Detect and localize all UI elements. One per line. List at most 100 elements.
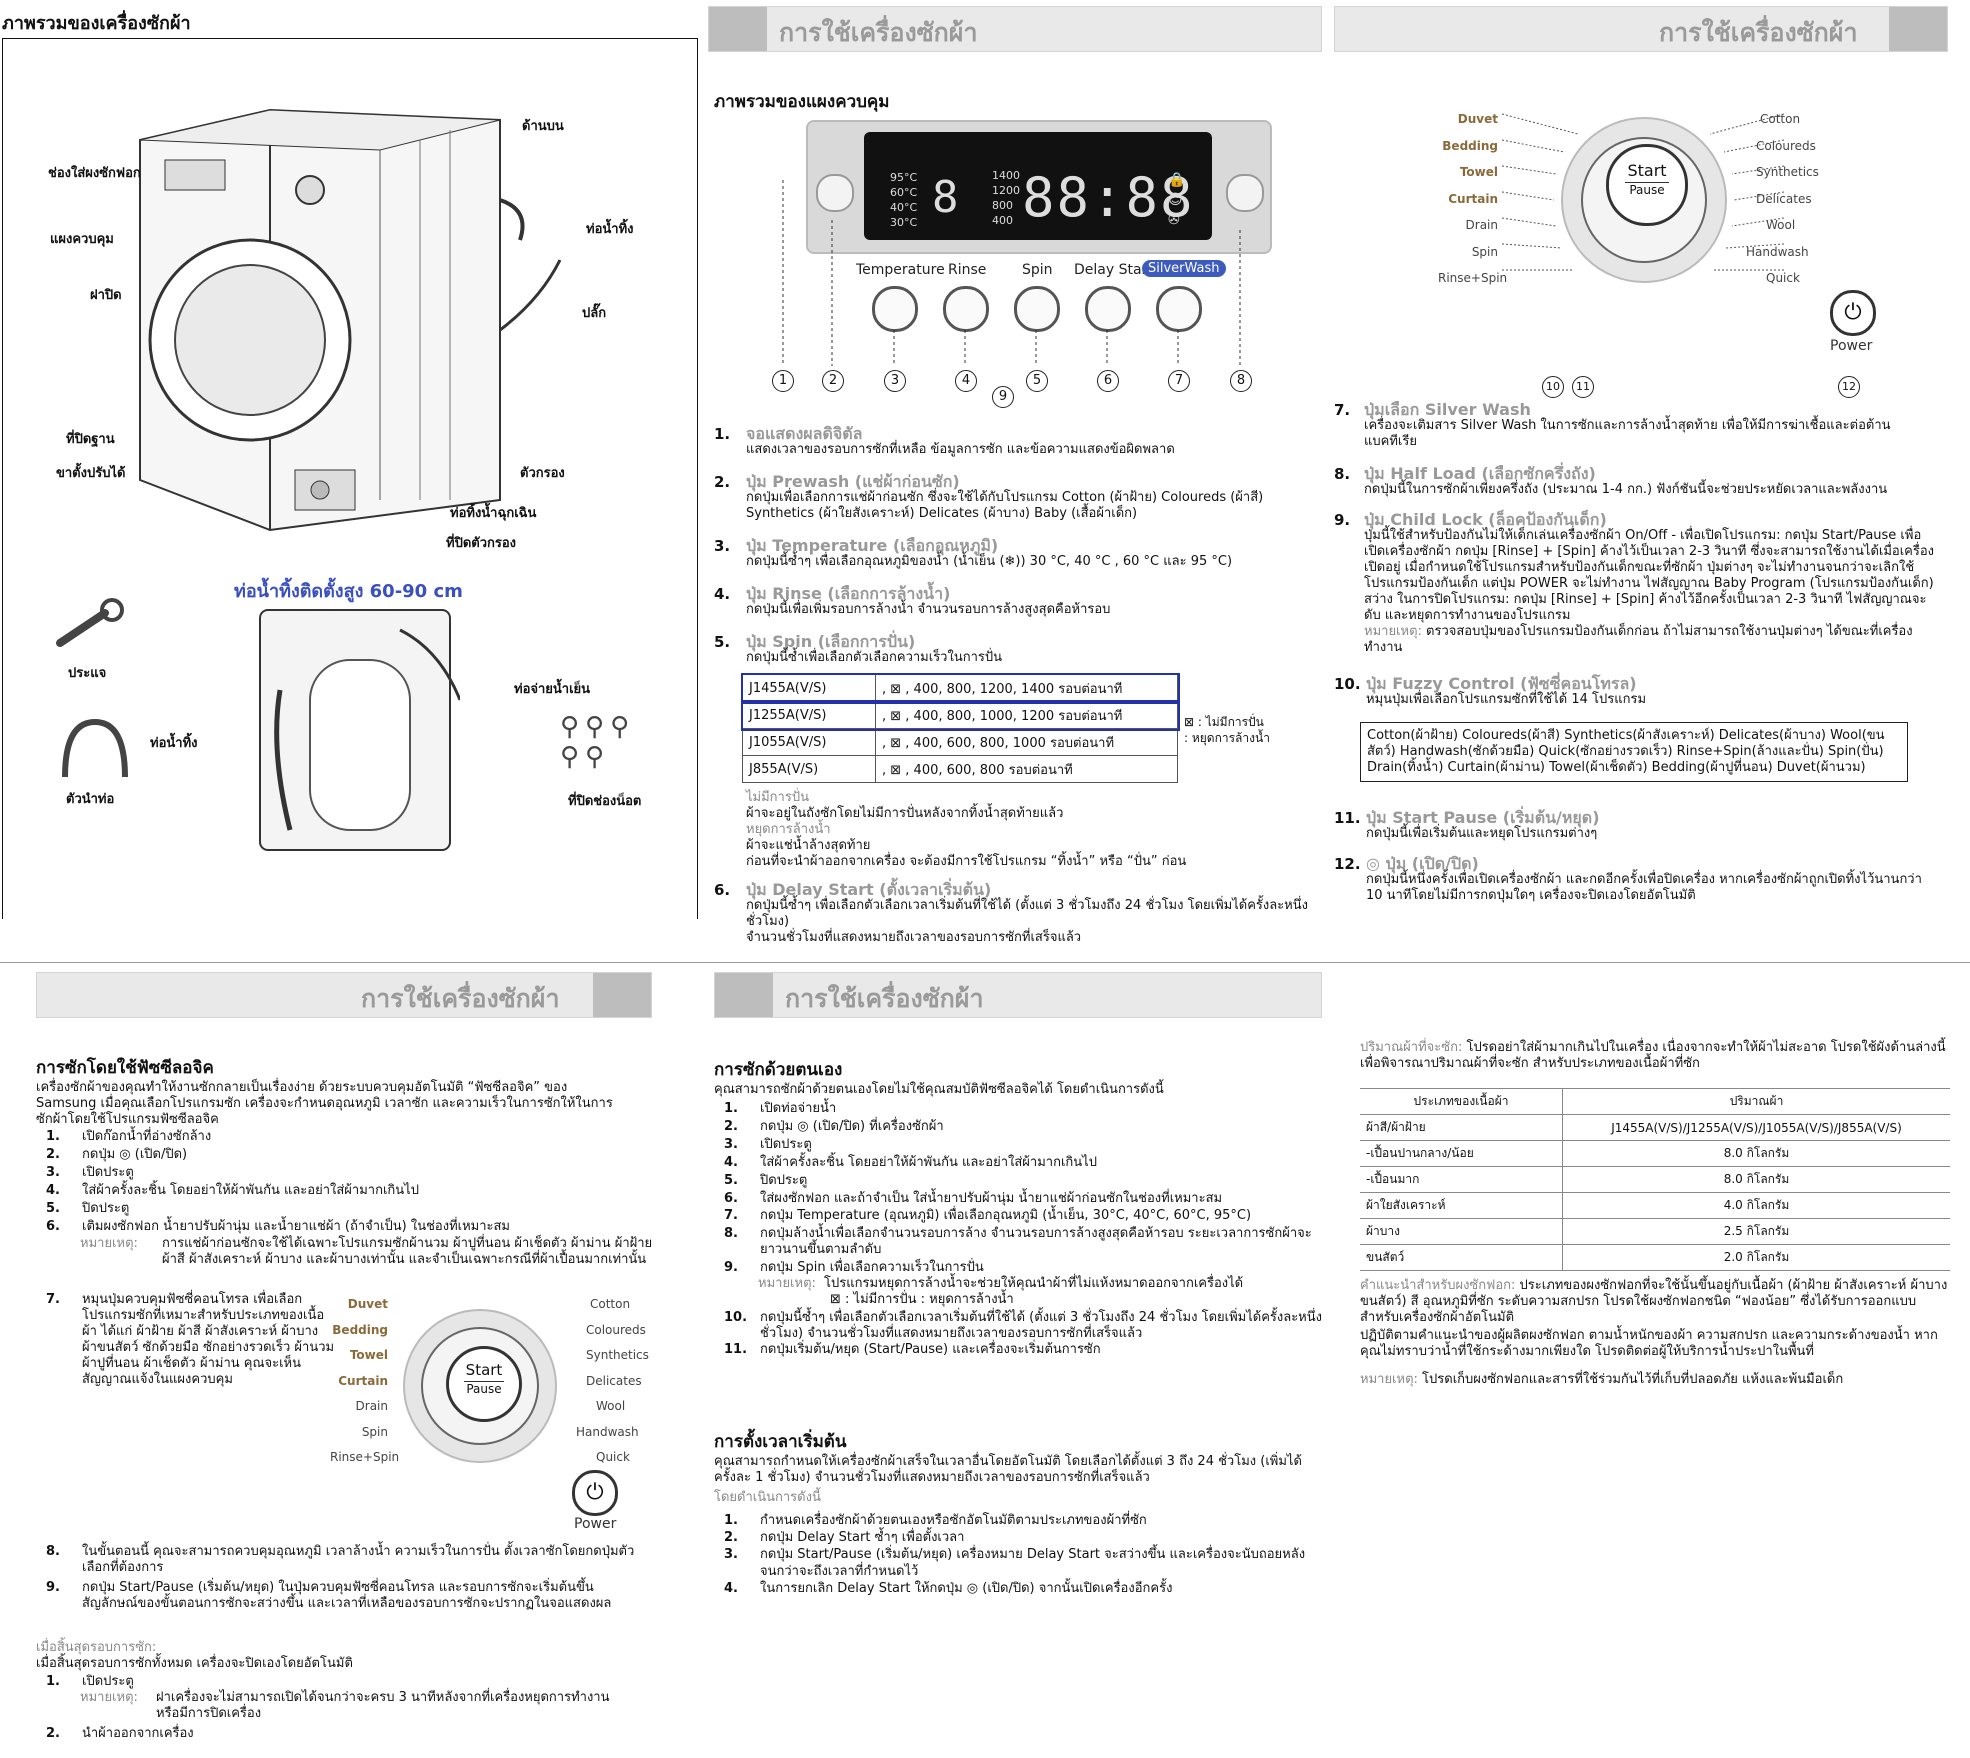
- display-icons: 🔒☺✇: [1168, 172, 1186, 228]
- control-panel-heading: ภาพรวมของแผงควบคุม: [714, 92, 890, 112]
- item-fuzzy-control: 10. ปุ่ม Fuzzy Control (ฟัซซี่คอนโทรล)หม…: [1334, 674, 1647, 708]
- start-label: Start: [1627, 161, 1667, 180]
- list-item: 6.ใส่ผงซักฟอก และถ้าจำเป็น ใส่น้ำยาปรับผ…: [724, 1191, 1223, 1206]
- hose-guide-icon: [62, 718, 128, 778]
- fuzzy-heading: การซักโดยใช้ฟัซซีลอจิค: [36, 1058, 214, 1078]
- power-button-2[interactable]: ⏻: [572, 1470, 618, 1516]
- btn-label-rinse: Rinse: [948, 262, 987, 278]
- silverwash-button[interactable]: [1156, 286, 1202, 332]
- rinse-button[interactable]: [943, 286, 989, 332]
- page-title-overview: ภาพรวมของเครื่องซักผ้า: [2, 13, 191, 34]
- banner-title: การใช้เครื่องซักผ้า: [361, 984, 560, 1013]
- item-prewash: 2. ปุ่ม Prewash (แช่ผ้าก่อนซัก)กดปุ่มเพื…: [714, 472, 1264, 522]
- temperature-button[interactable]: [872, 286, 918, 332]
- fuzzy-step-7: 7.หมุนปุ่มควบคุมฟัซซี่คอนโทรล เพื่อเลือก…: [36, 1292, 336, 1388]
- label-detergent-drawer: ช่องใส่ผงซักฟอก: [48, 166, 141, 181]
- list-item: 10.กดปุ่มนี้ซ้ำๆ เพื่อเลือกตัวเลือกเวลาเ…: [724, 1310, 1322, 1341]
- list-item: 9.กดปุ่ม Start/Pause (เริ่มต้น/หยุด) ในป…: [46, 1580, 612, 1611]
- callout-4: 4: [955, 370, 977, 392]
- delay-heading: การตั้งเวลาเริ่มต้น: [714, 1432, 847, 1452]
- power-button[interactable]: ⏻: [1830, 290, 1876, 336]
- overview-frame: [2, 38, 698, 919]
- label-door: ฝาปิด: [90, 288, 122, 303]
- list-item: 11.กดปุ่มเริ่มต้น/หยุด (Start/Pause) และ…: [724, 1342, 1101, 1357]
- label-base-cover: ที่ปิดฐาน: [66, 432, 115, 447]
- callout-3: 3: [884, 370, 906, 392]
- label-wrench: ประแจ: [68, 666, 107, 681]
- banner-block: [709, 7, 767, 51]
- callout-7: 7: [1168, 370, 1190, 392]
- control-panel-illustration: 95°C 60°C 40°C 30°C 8 1400 1200 800 400 …: [806, 120, 1272, 254]
- manual-heading: การซักด้วยตนเอง: [714, 1060, 843, 1080]
- manual-steps: 1.เปิดท่อจ่ายน้ำ 2.กดปุ่ม ◎ (เปิด/ปิด) ท…: [714, 1100, 1324, 1358]
- nospin-explanation: ไม่มีการปั่น ผ้าจะอยู่ในถังซักโดยไม่มีกา…: [746, 790, 1187, 869]
- start-pause-button[interactable]: Start Pause: [1606, 144, 1688, 226]
- item-power: 12. ◎ ปุ่ม (เปิด/ปิด)กดปุ่มนี้หนึ่งครั้ง…: [1334, 854, 1922, 904]
- list-item: 5.ปิดประตู: [724, 1173, 808, 1188]
- section-banner-4: การใช้เครื่องซักผ้า: [714, 972, 1322, 1018]
- list-item: 3.เปิดประตู: [46, 1165, 134, 1180]
- power-label: Power: [574, 1516, 617, 1532]
- washing-machine-back-illustration: [259, 609, 460, 851]
- prewash-button[interactable]: [816, 174, 854, 212]
- end-of-cycle: เมื่อสิ้นสุดรอบการซัก: เมื่อสิ้นสุดรอบกา…: [36, 1640, 353, 1671]
- banner-title: การใช้เครื่องซักผ้า: [1659, 18, 1858, 47]
- delay-how: โดยดำเนินการดังนี้: [714, 1490, 821, 1505]
- start-pause-button-2[interactable]: Start Pause: [446, 1346, 522, 1422]
- item-display: 1. จอแสดงผลดิจิตัลแสดงเวลาของรอบการซักที…: [714, 424, 1175, 458]
- label-drain-hose-back: ท่อน้ำทิ้ง: [150, 736, 198, 751]
- list-item: 1.เปิดท่อจ่ายน้ำ: [724, 1101, 837, 1116]
- display-spins: 1400 1200 800 400: [992, 169, 1020, 227]
- btn-label-spin: Spin: [1022, 262, 1053, 278]
- bolt-caps-icon: ⚲⚲⚲⚲⚲: [560, 712, 636, 772]
- page-divider: [0, 962, 1970, 963]
- banner-title: การใช้เครื่องซักผ้า: [785, 984, 984, 1013]
- delay-steps: 1.กำหนดเครื่องซักผ้าด้วยตนเองหรือซักอัตโ…: [714, 1512, 1324, 1597]
- table-header: ประเภทของเนื้อผ้า ปริมาณผ้า: [1360, 1088, 1950, 1115]
- spin-legend: ⊠ : ไม่มีการปั่น : หยุดการล้างน้ำ: [1184, 715, 1270, 745]
- btn-label-temperature: Temperature: [856, 262, 945, 278]
- spin-button[interactable]: [1014, 286, 1060, 332]
- item-delay-start: 6. ปุ่ม Delay Start (ตั้งเวลาเริ่มต้น)กด…: [714, 880, 1308, 946]
- item-spin: 5. ปุ่ม Spin (เลือกการปั่น)กดปุ่มนี้ซ้ำเ…: [714, 632, 1003, 666]
- washing-machine-illustration: [139, 108, 562, 532]
- half-load-button[interactable]: [1226, 174, 1264, 212]
- callout-6: 6: [1097, 370, 1119, 392]
- callout-leader-lines: [782, 180, 1241, 366]
- delay-start-button[interactable]: [1085, 286, 1131, 332]
- label-emergency-drain: ท่อทิ้งน้ำฉุกเฉิน: [450, 506, 537, 521]
- list-item: 1.กำหนดเครื่องซักผ้าด้วยตนเองหรือซักอัตโ…: [724, 1513, 1147, 1528]
- power-icon: ⏻: [1844, 300, 1862, 325]
- list-item: 2.กดปุ่ม Delay Start ซ้ำๆ เพื่อตั้งเวลา: [724, 1530, 965, 1545]
- list-item: 2.กดปุ่ม ◎ (เปิด/ปิด): [46, 1147, 188, 1162]
- delay-intro: คุณสามารถกำหนดให้เครื่องซักผ้าเสร็จในเวล…: [714, 1454, 1302, 1485]
- list-item: 9.กดปุ่ม Spin เพื่อเลือกความเร็วในการปั่…: [724, 1260, 984, 1275]
- list-item: 5.ปิดประตู: [46, 1201, 130, 1216]
- drain-height-note: ท่อน้ำทิ้งติดตั้งสูง 60-90 cm: [234, 581, 463, 602]
- fuzzy-intro: เครื่องซักผ้าของคุณทำให้งานซักกลายเป็นเร…: [36, 1080, 613, 1127]
- load-table: ประเภทของเนื้อผ้า ปริมาณผ้า ผ้าสี/ผ้าฝ้า…: [1360, 1088, 1950, 1271]
- label-adjustable-feet: ขาตั้งปรับได้: [56, 466, 126, 481]
- section-banner-2: การใช้เครื่องซักผ้า: [1334, 6, 1948, 52]
- list-item: 7.กดปุ่ม Temperature (อุณหภูมิ) เพื่อเลื…: [724, 1208, 1252, 1223]
- label-water-supply-hose: ท่อจ่ายน้ำเย็น: [514, 682, 591, 697]
- detergent-tip-2: ปฏิบัติตามคำแนะนำของผู้ผลิตผงซักฟอก ตามน…: [1360, 1328, 1938, 1359]
- table-row: J1255A(V/S), ⊠ , 400, 800, 1000, 1200 รอ…: [740, 699, 1180, 731]
- power-label: Power: [1830, 338, 1873, 354]
- list-item: 1.เปิดก๊อกน้ำที่อ่างซักล้าง: [46, 1129, 212, 1144]
- end-steps: 1.เปิดประตู หมายเหตุ:ฝาเครื่องจะไม่สามาร…: [36, 1674, 636, 1742]
- list-item: 4.ใส่ผ้าครั้งละชิ้น โดยอย่าให้ผ้าพันกัน …: [724, 1155, 1097, 1170]
- callout-1: 1: [772, 370, 794, 392]
- list-item: 3.เปิดประตู: [724, 1137, 812, 1152]
- list-item: 3.กดปุ่ม Start/Pause (เริ่มต้น/หยุด) เคร…: [724, 1547, 1306, 1579]
- manual-intro: คุณสามารถซักผ้าด้วยตนเองโดยไม่ใช้คุณสมบั…: [714, 1082, 1164, 1097]
